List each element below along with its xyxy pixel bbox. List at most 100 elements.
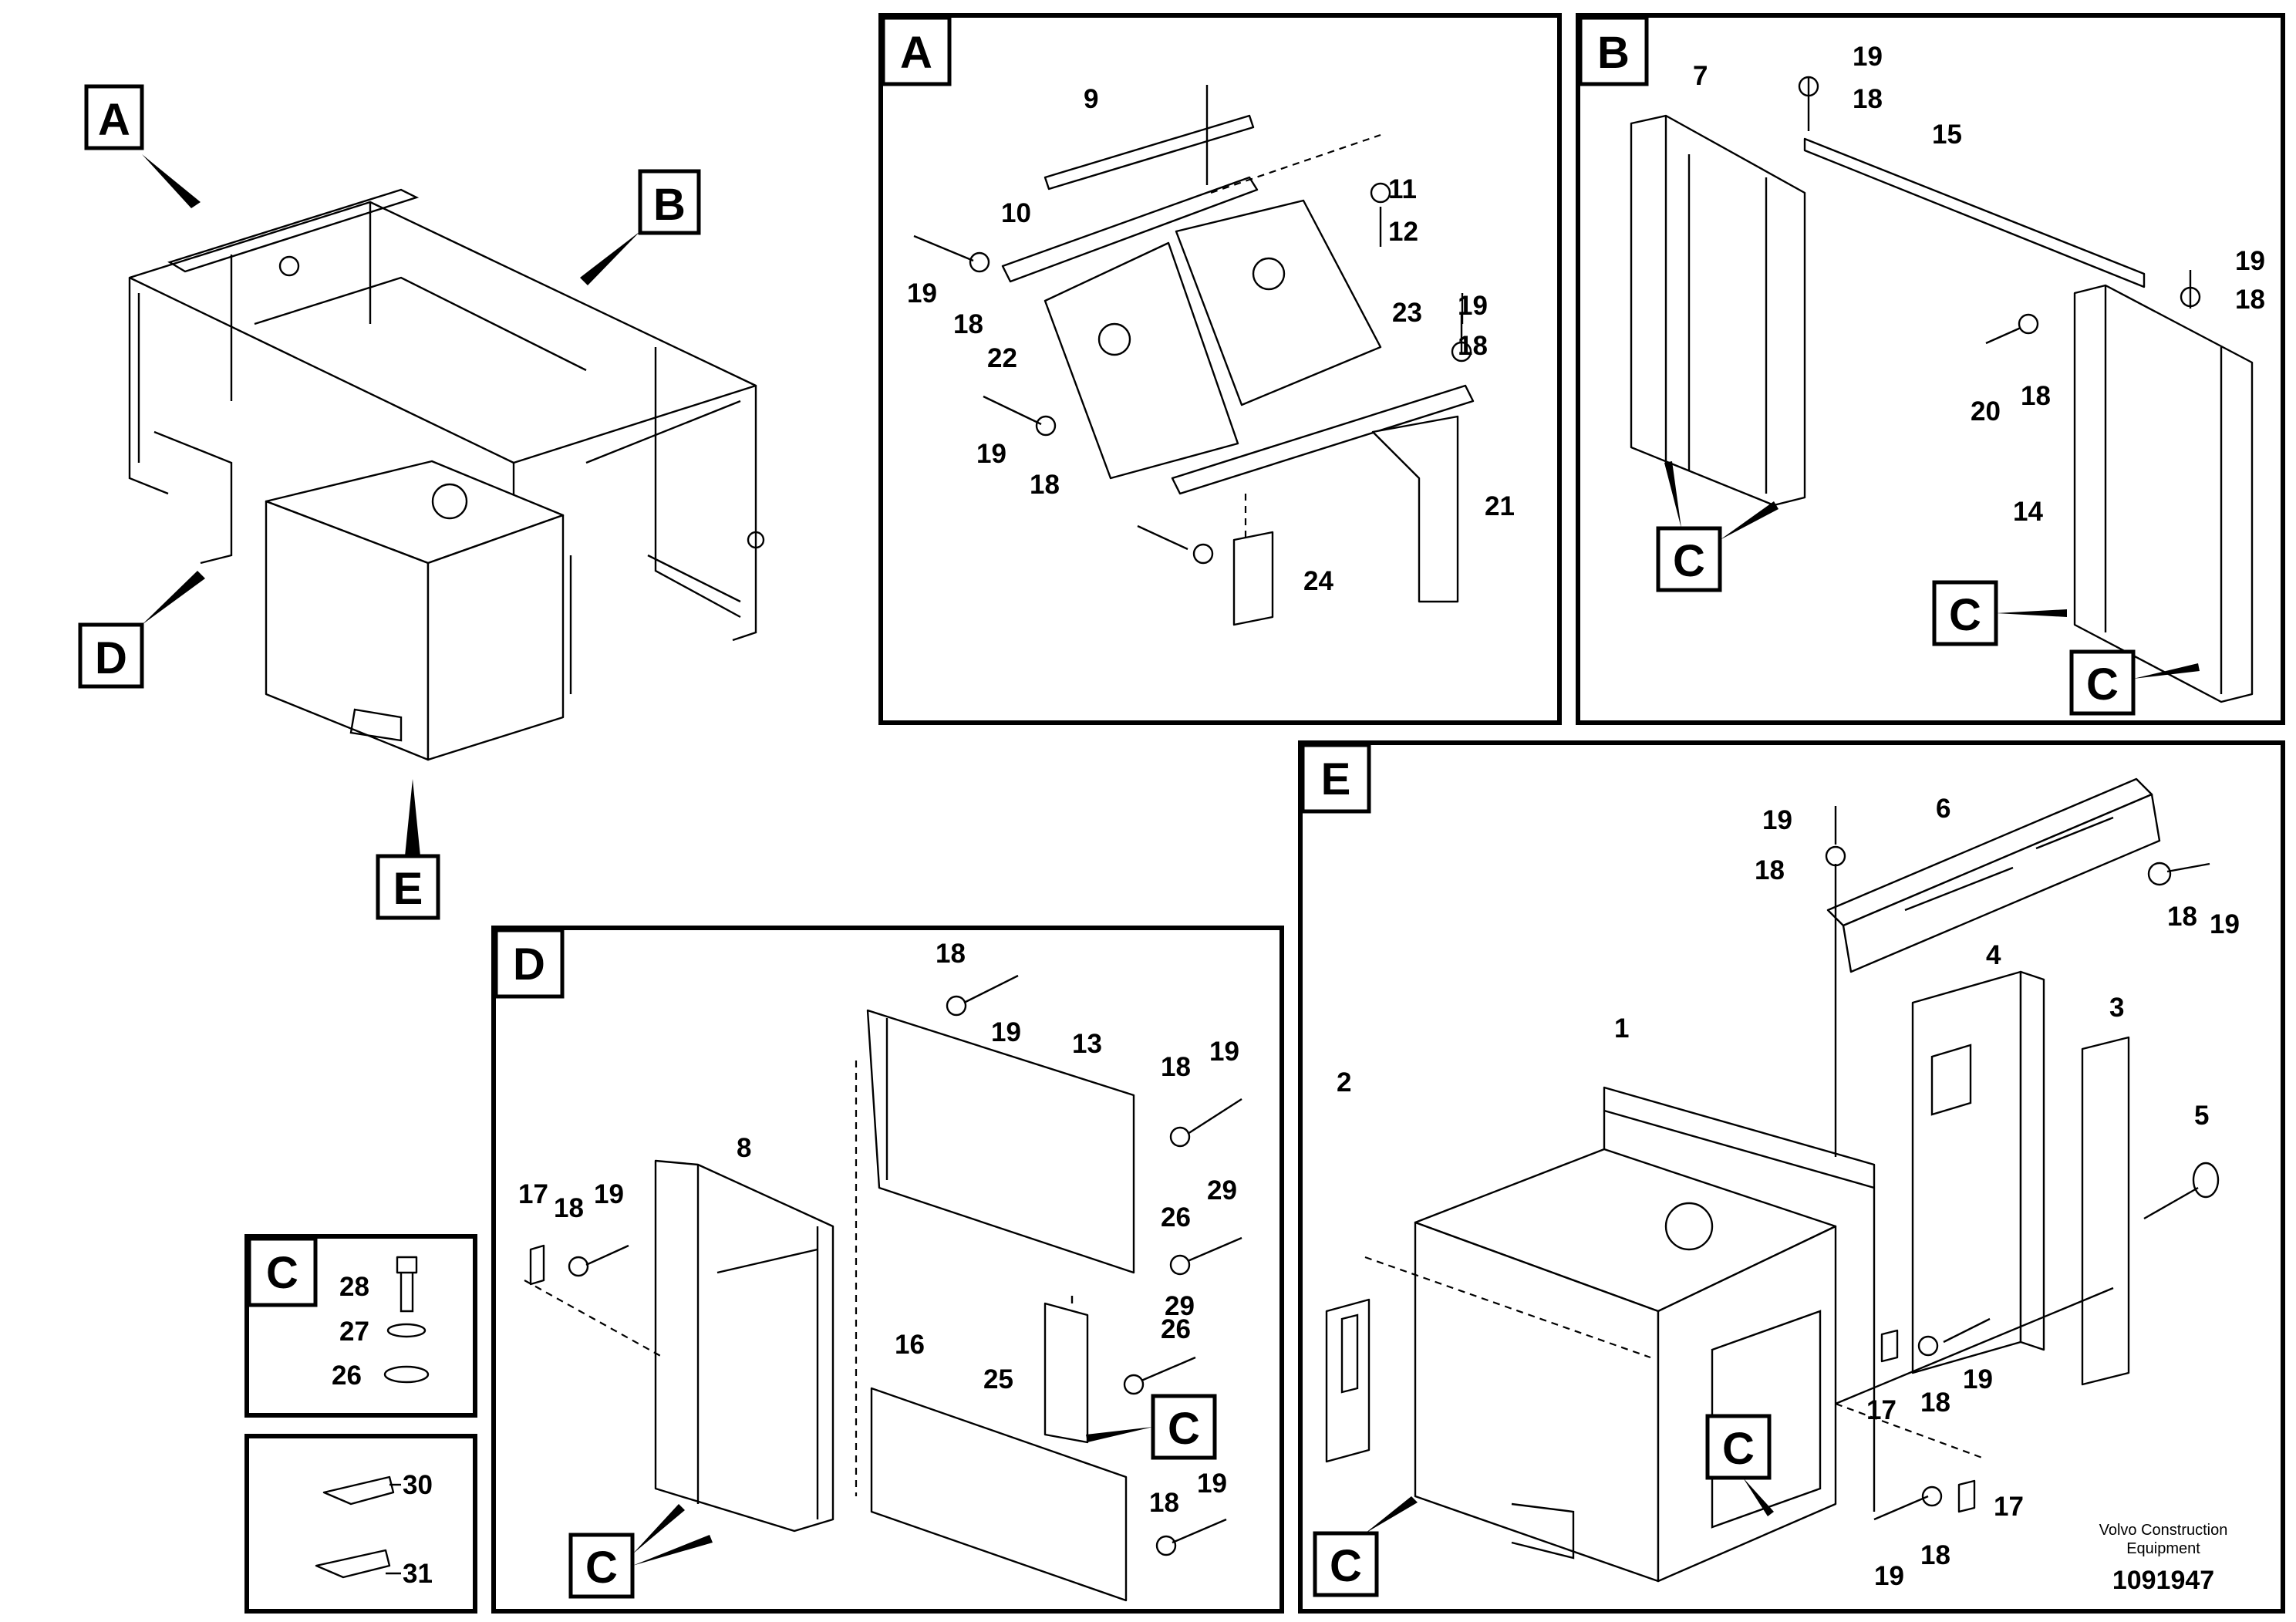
part-label-10: 10 [1001, 198, 1031, 228]
part-label-19-c: 19 [976, 439, 1006, 469]
part-label-18: 18 [953, 309, 983, 339]
callout-arrow-D2 [632, 1504, 685, 1554]
callout-tag-C-B3[interactable]: C [2069, 649, 2136, 716]
part-label-21: 21 [1485, 491, 1515, 521]
part-label-11: 11 [1388, 174, 1417, 204]
panel-D-tag: D [513, 939, 545, 990]
part-label-19-D3: 19 [594, 1179, 624, 1209]
part-label-18-E4: 18 [1920, 1540, 1950, 1570]
part-label-18-E1: 18 [1755, 855, 1785, 885]
part-label-6: 6 [1936, 794, 1950, 824]
part-label-29-D1: 29 [1207, 1175, 1237, 1206]
leader-arrow-A [142, 154, 201, 208]
part-label-20: 20 [1971, 396, 2001, 427]
panel-D: D 18 19 13 18 19 8 17 18 19 29 26 26 29 … [491, 926, 1284, 1614]
part-label-19-E4: 19 [1874, 1561, 1904, 1591]
svg-text:C: C [1722, 1424, 1755, 1474]
panel-A-tag: A [900, 28, 932, 78]
panel-C-tag: C [266, 1248, 298, 1298]
part-label-19-E2: 19 [2210, 909, 2240, 939]
svg-text:D: D [95, 633, 127, 683]
callout-arrow-D3 [632, 1535, 713, 1566]
part-label-26-C: 26 [332, 1361, 362, 1391]
leader-arrow-B [580, 231, 640, 285]
callout-arrow-B1 [1664, 461, 1681, 528]
panel-B-tag: B [1597, 28, 1630, 78]
part-label-18-B2: 18 [2235, 285, 2265, 315]
part-label-17-E2: 17 [1994, 1492, 2024, 1522]
part-label-26-D1: 26 [1161, 1202, 1191, 1233]
svg-text:B: B [653, 180, 686, 230]
panel-C: C 28 27 26 [244, 1234, 477, 1418]
callout-tag-C-D1[interactable]: C [1151, 1394, 1217, 1460]
callout-arrow-D1 [1086, 1427, 1153, 1442]
part-label-18-E3: 18 [1920, 1388, 1950, 1418]
part-label-18-b: 18 [1458, 331, 1488, 361]
svg-text:E: E [393, 864, 423, 914]
part-label-18-B1: 18 [1853, 84, 1883, 114]
panel-A: A 9 10 11 12 19 18 23 19 18 22 19 18 21 [878, 13, 1562, 725]
part-label-27: 27 [339, 1317, 369, 1347]
part-label-13: 13 [1072, 1029, 1102, 1059]
footer-drawing-code: 1091947 [2112, 1566, 2214, 1595]
part-label-30: 30 [403, 1470, 433, 1500]
callout-tag-C-B1[interactable]: C [1656, 526, 1722, 592]
svg-text:C: C [585, 1543, 618, 1593]
part-label-29-D2: 29 [1165, 1291, 1195, 1321]
part-label-22: 22 [987, 343, 1017, 373]
part-label-19-D1: 19 [991, 1017, 1021, 1047]
callout-tag-C-E2[interactable]: C [1313, 1531, 1379, 1597]
svg-text:C: C [1330, 1541, 1362, 1591]
overview-frame-drawing [128, 188, 765, 761]
overview-tag-E[interactable]: E [376, 854, 440, 920]
part-label-12: 12 [1388, 217, 1418, 247]
part-label-23: 23 [1392, 298, 1422, 328]
svg-text:C: C [2086, 659, 2119, 710]
part-label-25: 25 [983, 1364, 1013, 1394]
part-label-8: 8 [737, 1133, 751, 1163]
callout-arrow-E2 [1365, 1496, 1418, 1533]
part-label-18-D1: 18 [936, 939, 966, 969]
part-label-2: 2 [1337, 1067, 1351, 1098]
callout-tag-C-D2[interactable]: C [568, 1533, 635, 1599]
part-label-18-E2: 18 [2167, 902, 2197, 932]
footer-brand-line1: Volvo Construction [2099, 1522, 2228, 1539]
part-label-24: 24 [1303, 566, 1333, 596]
leader-arrow-E [405, 779, 420, 856]
callout-tag-C-E1[interactable]: C [1705, 1414, 1772, 1480]
part-label-1: 1 [1614, 1013, 1629, 1044]
part-label-4: 4 [1986, 940, 2001, 970]
part-label-19-E1: 19 [1762, 805, 1792, 835]
part-label-19-D2: 19 [1209, 1037, 1239, 1067]
overview-tag-A[interactable]: A [84, 84, 144, 150]
part-label-18-B3: 18 [2021, 381, 2051, 411]
part-label-5: 5 [2194, 1101, 2209, 1131]
svg-text:A: A [98, 95, 130, 145]
part-label-19-E3: 19 [1963, 1364, 1993, 1394]
part-label-19-b: 19 [1458, 291, 1488, 321]
part-label-28: 28 [339, 1272, 369, 1302]
part-label-18-D4: 18 [1149, 1488, 1179, 1518]
part-label-19: 19 [907, 278, 937, 309]
part-label-19-B1: 19 [1853, 42, 1883, 72]
callout-tag-C-B2[interactable]: C [1932, 580, 1998, 646]
svg-text:C: C [1168, 1404, 1200, 1454]
part-label-16: 16 [895, 1330, 925, 1360]
panel-E-tag: E [1321, 754, 1351, 804]
footer-brand-line2: Equipment [2126, 1540, 2200, 1557]
part-label-19-D4: 19 [1197, 1469, 1227, 1499]
panel-shims: 30 31 [244, 1434, 477, 1614]
callout-arrow-B2 [1720, 501, 1778, 540]
part-label-18-D2: 18 [1161, 1052, 1191, 1082]
panel-E: E 19 [1298, 740, 2285, 1614]
overview-tag-D[interactable]: D [78, 622, 144, 689]
callout-arrow-B4 [2133, 663, 2200, 679]
part-label-18-D3: 18 [554, 1193, 584, 1223]
part-label-18-c: 18 [1030, 470, 1060, 500]
svg-text:C: C [1949, 590, 1981, 640]
overview-tag-B[interactable]: B [638, 169, 701, 235]
part-label-26-D2: 26 [1161, 1314, 1191, 1344]
leader-arrow-D [142, 571, 205, 625]
panel-B: B 7 19 18 15 19 18 20 18 14 C C [1576, 13, 2285, 725]
part-label-19-B2: 19 [2235, 246, 2265, 276]
